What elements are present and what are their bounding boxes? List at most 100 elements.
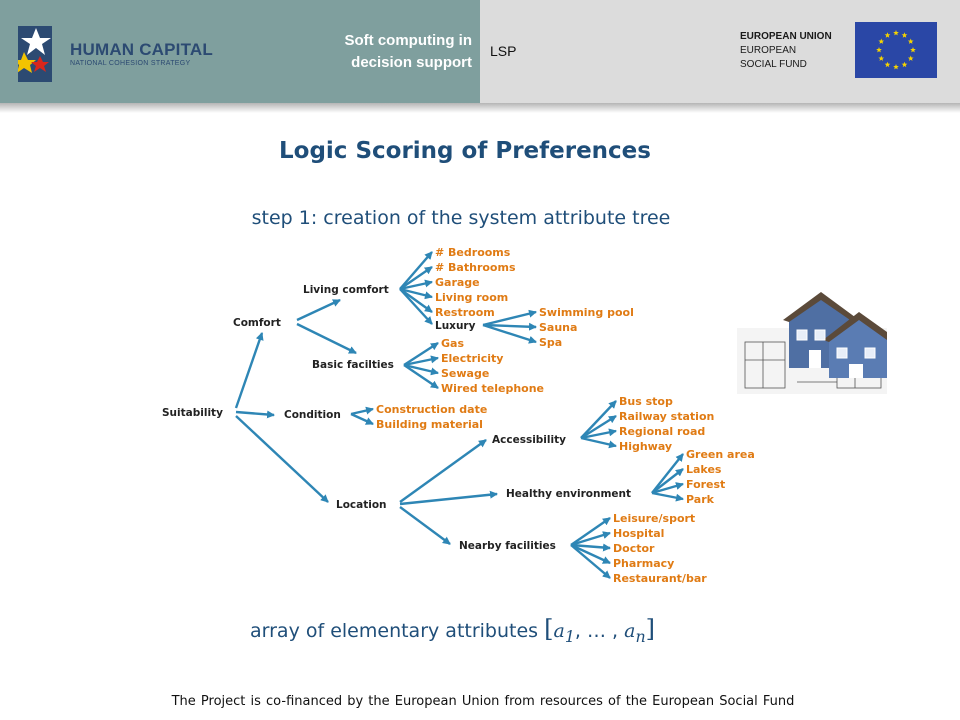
eu-label: EUROPEAN UNION EUROPEAN SOCIAL FUND <box>740 30 832 72</box>
tree-arrow <box>570 544 611 579</box>
node-basic-facilities: Basic facilties <box>312 359 394 371</box>
leaf-basic-item: Wired telephone <box>441 382 544 395</box>
eu-star-icon <box>907 38 914 44</box>
leaf-nearby-item: Pharmacy <box>613 557 674 570</box>
leaf-nearby-item: Hospital <box>613 527 664 540</box>
node-suitability: Suitability <box>162 407 223 419</box>
tree-arrow <box>651 468 684 494</box>
eu-star-icon <box>901 61 908 68</box>
course-line-1: Soft computing in <box>344 32 472 49</box>
section-label: LSP <box>490 43 517 59</box>
eu-star-icon <box>878 38 885 44</box>
human-capital-logo-icon <box>14 26 52 82</box>
tree-arrow <box>482 323 537 344</box>
leaf-access-item: Highway <box>619 440 672 453</box>
tree-arrow <box>399 288 433 313</box>
tree-arrow <box>399 251 433 290</box>
step-heading: step 1: creation of the system attribute… <box>251 207 671 229</box>
tree-arrow <box>580 414 617 440</box>
array-a1: a <box>553 620 565 642</box>
tree-arrow <box>570 517 611 546</box>
tree-arrow <box>570 543 611 552</box>
tree-arrow <box>296 322 357 355</box>
array-close-bracket: ] <box>645 615 656 643</box>
eu-star-icon <box>893 30 899 36</box>
leaf-healthy-item: Forest <box>686 478 725 491</box>
array-label: array of elementary attributes <box>250 620 539 642</box>
node-nearby-facilities: Nearby facilities <box>459 540 556 552</box>
array-open-bracket: [ <box>544 615 554 643</box>
leaf-basic-item: Sewage <box>441 367 489 380</box>
eu-flag-icon <box>855 22 937 78</box>
human-capital-logo: HUMAN CAPITAL NATIONAL COHESION STRATEGY <box>14 22 218 84</box>
tree-arrow <box>399 287 433 300</box>
elementary-attributes-array: array of elementary attributes [a1, … , … <box>250 615 655 646</box>
slide-title: Logic Scoring of Preferences <box>279 138 651 164</box>
funding-footer: The Project is co-financed by the Europe… <box>171 694 795 709</box>
node-living-comfort: Living comfort <box>303 284 389 296</box>
node-location: Location <box>336 499 387 511</box>
array-sub-n: n <box>635 626 646 646</box>
leaf-living-item: Living room <box>435 291 508 304</box>
tree-arrow <box>570 543 611 565</box>
tree-arrow <box>235 410 275 419</box>
array-sub-1: 1 <box>564 626 575 646</box>
tree-arrow <box>651 482 684 495</box>
tree-arrow <box>403 341 439 367</box>
node-condition: Condition <box>284 409 341 421</box>
leaf-healthy-item: Park <box>686 493 715 506</box>
eu-line-3: SOCIAL FUND <box>740 59 807 70</box>
eu-star-icon <box>878 55 885 61</box>
leaf-basic-item: Gas <box>441 337 464 350</box>
course-title: Soft computing in decision support <box>300 30 472 74</box>
header-left-panel <box>0 0 480 103</box>
leaf-healthy-item: Green area <box>686 448 755 461</box>
leaf-condition-item: Building material <box>376 418 483 431</box>
leaf-condition-item: Construction date <box>376 403 487 416</box>
tree-arrow <box>651 453 684 494</box>
tree-arrow <box>399 288 433 325</box>
eu-line-1: EUROPEAN UNION <box>740 31 832 42</box>
tree-arrow <box>482 322 537 331</box>
tree-arrow <box>482 309 537 327</box>
eu-star-icon <box>901 32 908 38</box>
course-line-2: decision support <box>351 54 472 71</box>
eu-star-icon <box>893 64 899 70</box>
array-separator: , … , <box>574 620 625 642</box>
tree-arrow <box>399 439 487 503</box>
node-accessibility: Accessibility <box>492 434 566 446</box>
tree-arrow <box>399 279 433 291</box>
node-luxury: Luxury <box>435 320 476 332</box>
tree-arrow <box>580 436 617 449</box>
tree-arrow <box>296 298 341 322</box>
tree-arrow <box>570 531 611 547</box>
leaf-access-item: Bus stop <box>619 395 673 408</box>
tree-arrow <box>403 364 439 389</box>
house-blueprint-illustration <box>737 292 887 394</box>
leaf-living-item: Garage <box>435 276 480 289</box>
leaf-luxury-item: Sauna <box>539 321 577 334</box>
leaf-nearby-item: Doctor <box>613 542 655 555</box>
leaf-luxury-item: Spa <box>539 336 562 349</box>
tree-arrow <box>580 400 617 439</box>
leaf-basic-item: Electricity <box>441 352 503 365</box>
leaf-living-item: Restroom <box>435 306 495 319</box>
leaf-living-item: # Bathrooms <box>435 261 516 274</box>
tree-arrow <box>651 491 684 502</box>
tree-arrow <box>350 412 374 426</box>
tree-arrow <box>399 490 498 506</box>
node-comfort: Comfort <box>233 317 281 329</box>
leaf-luxury-item: Swimming pool <box>539 306 634 319</box>
leaf-nearby-item: Leisure/sport <box>613 512 695 525</box>
eu-star-icon <box>907 55 914 61</box>
tree-arrow <box>350 406 374 416</box>
tree-arrow <box>399 506 451 545</box>
eu-star-icon <box>910 47 916 53</box>
leaf-access-item: Regional road <box>619 425 705 438</box>
brand-subtitle: NATIONAL COHESION STRATEGY <box>70 60 191 67</box>
eu-line-2: EUROPEAN <box>740 45 797 56</box>
eu-star-icon <box>876 47 882 53</box>
leaf-living-item: # Bedrooms <box>435 246 511 259</box>
tree-arrow <box>399 266 433 290</box>
